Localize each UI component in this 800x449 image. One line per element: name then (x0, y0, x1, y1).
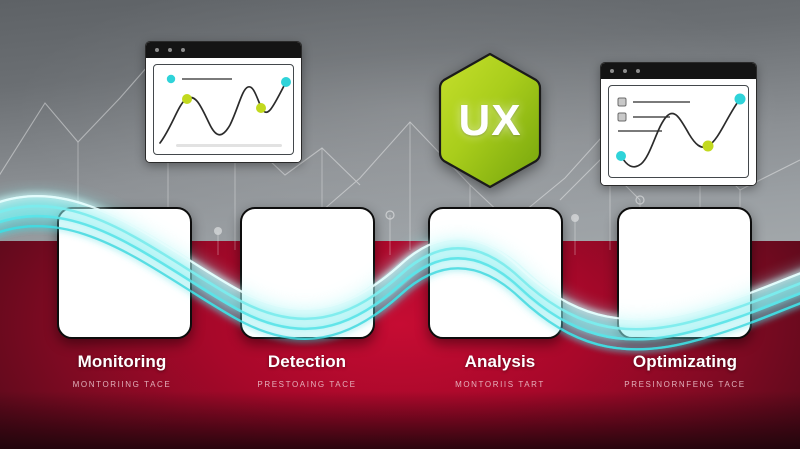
browser-body (146, 58, 301, 162)
step-card-optimizing[interactable] (617, 207, 752, 339)
step-caption-detection: Detection PRESTOAING TACE (222, 352, 392, 389)
step-title: Analysis (464, 352, 536, 371)
line-chart-right (616, 93, 746, 168)
chart-point-cyan (734, 93, 746, 105)
browser-window-left[interactable] (145, 41, 302, 163)
chart-panel (608, 85, 749, 178)
window-dot-icon (636, 69, 640, 73)
ux-badge-label: UX (458, 95, 522, 145)
step-title: Detection (267, 352, 347, 371)
step-title: Monitoring (77, 352, 167, 371)
step-caption-analysis: Analysis MONTORIIS TART (415, 352, 585, 389)
step-card-monitoring[interactable] (57, 207, 192, 339)
checkbox-icon (617, 112, 627, 122)
browser-titlebar (146, 42, 301, 58)
chart-point-cyan (616, 151, 626, 161)
node-marker-solid (571, 214, 579, 222)
step-subtitle: MONTORIING TACE (72, 380, 172, 389)
step-subtitle: PRESTOAING TACE (257, 380, 357, 389)
window-dot-icon (168, 48, 172, 52)
chart-panel (153, 64, 294, 155)
chart-point-lime (182, 94, 192, 104)
step-card-analysis[interactable] (428, 207, 563, 339)
window-dot-icon (181, 48, 185, 52)
step-subtitle: PRESINORNFENG TACE (624, 380, 746, 389)
browser-titlebar (601, 63, 756, 79)
hexagon-icon (438, 52, 542, 189)
legend-dot-cyan (166, 74, 176, 84)
window-dot-icon (623, 69, 627, 73)
checkbox-icon (617, 97, 627, 107)
chart-footer-bar (176, 144, 282, 147)
browser-body (601, 79, 756, 185)
step-title: Optimizating (632, 352, 738, 371)
line-chart-left (159, 74, 291, 147)
step-subtitle: MONTORIIS TART (455, 380, 545, 389)
step-caption-monitoring: Monitoring MONTORIING TACE (37, 352, 207, 389)
node-marker-solid (214, 227, 222, 235)
step-card-detection[interactable] (240, 207, 375, 339)
window-dot-icon (610, 69, 614, 73)
chart-point-lime (702, 140, 714, 152)
ux-badge[interactable]: UX (437, 51, 543, 190)
chart-point-cyan (281, 77, 291, 87)
browser-window-right[interactable] (600, 62, 757, 186)
step-caption-optimizing: Optimizating PRESINORNFENG TACE (600, 352, 770, 389)
window-dot-icon (155, 48, 159, 52)
chart-point-lime (256, 103, 266, 113)
